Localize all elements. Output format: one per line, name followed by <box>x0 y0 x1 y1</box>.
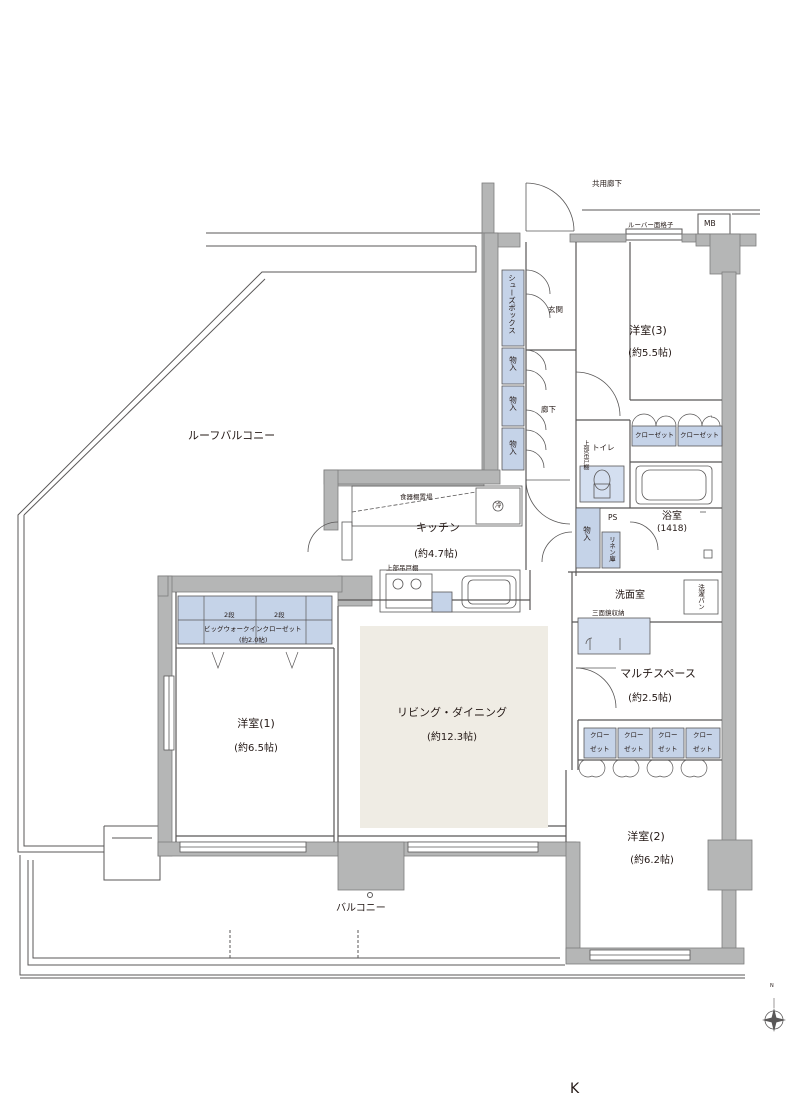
closet-label: ゼット <box>590 745 610 753</box>
room1-area: (約6.5帖) <box>234 743 278 754</box>
storage-label: 物入 <box>582 526 592 541</box>
living-label: リビング・ダイニング <box>397 706 507 719</box>
roof-balcony-label: ルーフバルコニー <box>188 429 276 442</box>
partitions <box>175 242 722 842</box>
corridor-structures <box>582 209 760 241</box>
closet-label: クロー <box>658 731 678 739</box>
balcony-outline <box>19 855 745 979</box>
food-storage-label: 食器棚置場 <box>400 493 433 501</box>
wic-area: (約2.0帖) <box>239 636 268 644</box>
kitchen-label: キッチン <box>416 521 460 534</box>
closet-label: ゼット <box>693 745 713 753</box>
living-area: (約12.3帖) <box>426 732 478 743</box>
multi-space-label: マルチスペース <box>620 667 696 680</box>
wic-shelf-label: 2段 <box>274 611 285 619</box>
windows <box>163 521 691 961</box>
entrance-label: 玄関 <box>548 305 563 314</box>
closet-label: クロー <box>590 731 610 739</box>
room2-label: 洋室(2) <box>627 830 665 843</box>
toilet-label: トイレ <box>592 443 615 452</box>
roof-balcony-outline <box>17 232 482 881</box>
closet-label: クローゼット <box>635 431 674 439</box>
shoe-box-label: シューズボックス <box>507 274 517 334</box>
wash-pan-label: 洗濯パン <box>696 584 705 610</box>
kitchen-area: (約4.7帖) <box>414 549 458 560</box>
doors <box>307 182 659 709</box>
room1-label: 洋室(1) <box>237 717 275 730</box>
balcony-label: バルコニー <box>336 903 386 914</box>
closet-label: クロー <box>693 731 713 739</box>
closet-label: ゼット <box>624 745 644 753</box>
closet-label: クローゼット <box>680 431 719 439</box>
multi-space-area: (約2.5帖) <box>628 693 672 704</box>
wic-shelf-label: 2段 <box>224 611 235 619</box>
room3-area: (約5.5帖) <box>628 348 672 359</box>
linen-label: リネン庫 <box>607 536 616 562</box>
compass-north-label: N <box>770 983 774 989</box>
room2-area: (約6.2帖) <box>630 855 674 866</box>
page-corner-mark: K <box>570 1081 580 1097</box>
three-mirror-label: 三面鏡収納 <box>592 609 625 617</box>
upper-hanging-label: 上部吊戸棚 <box>386 564 419 572</box>
wic-label: ビッグウォークインクローゼット <box>204 625 302 633</box>
fridge-label: 冷 <box>495 501 502 509</box>
room3-label: 洋室(3) <box>629 324 667 337</box>
closet-label: クロー <box>624 731 644 739</box>
storage-label: 物入 <box>508 440 518 455</box>
compass-icon <box>762 998 786 1032</box>
closet-label: ゼット <box>658 745 678 753</box>
bath-label: 浴室 <box>662 511 682 522</box>
bath-size: (1418) <box>657 524 687 534</box>
hallway-label: 廊下 <box>541 405 556 414</box>
storage-label: 物入 <box>508 396 518 411</box>
common-corridor-label: 共用廊下 <box>592 179 622 188</box>
closet-doors <box>178 413 721 778</box>
upper-cabinet-label: 上部吊戸棚 <box>582 440 589 470</box>
fixtures <box>351 465 719 828</box>
storage-label: 物入 <box>508 356 518 371</box>
louver-label: ルーバー面格子 <box>628 221 674 229</box>
ps-label: PS <box>608 513 618 522</box>
mb-label: MB <box>704 219 716 228</box>
washroom-label: 洗面室 <box>615 590 645 601</box>
